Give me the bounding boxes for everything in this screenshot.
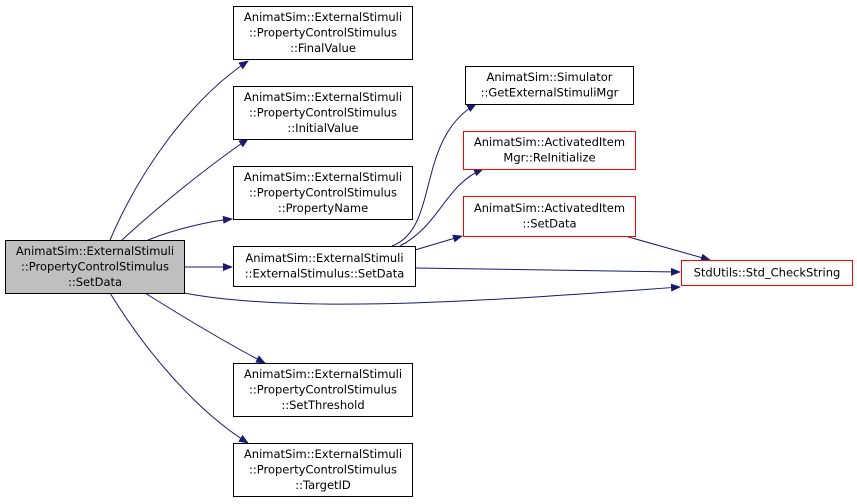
node-label-line: ::GetExternalStimuliMgr [481,86,619,100]
node-label-line: AnimatSim::ActivatedItem [474,201,625,215]
node-box [233,86,413,140]
edge-ext_setdata-to-ai_setdata [414,234,463,251]
node-box [465,66,634,105]
edge-root-to-final_value [109,60,249,241]
node-label-line: ::PropertyControlStimulus [249,185,397,199]
node-label-line: StdUtils::Std_CheckString [694,265,841,279]
node-label-line: ::PropertyControlStimulus [21,259,169,273]
node-label-line: ::TargetID [295,478,351,492]
node-box [463,196,636,237]
node-label-line: ::PropertyControlStimulus [249,382,397,396]
node-box [233,363,413,417]
node-label-line: AnimatSim::ActivatedItem [474,135,625,149]
node-label-line: AnimatSim::ExternalStimuli [245,251,403,265]
node-label-line: ::ExternalStimulus::SetData [245,267,405,281]
edge-ext_setdata-to-reinit [399,168,484,247]
node-box [233,6,413,60]
node-box [681,260,853,286]
node-reinit[interactable]: AnimatSim::ActivatedItemMgr::ReInitializ… [463,131,636,170]
node-label-line: AnimatSim::ExternalStimuli [244,447,402,461]
node-label-line: AnimatSim::ExternalStimuli [244,90,402,104]
node-box [233,443,413,497]
edge-root-to-set_threshold [144,292,266,364]
node-label-line: AnimatSim::ExternalStimuli [244,367,402,381]
edge-root-to-target_id [109,292,249,444]
node-label-line: ::InitialValue [287,121,358,135]
edge-ext_setdata-to-get_mgr [391,103,477,247]
node-label-line: ::SetThreshold [281,398,364,412]
node-box [5,240,185,294]
node-property-name[interactable]: AnimatSim::ExternalStimuli::PropertyCont… [233,166,413,220]
node-box [233,166,413,220]
node-label-line: AnimatSim::Simulator [486,70,612,84]
node-set-threshold[interactable]: AnimatSim::ExternalStimuli::PropertyCont… [233,363,413,417]
node-check-string[interactable]: StdUtils::Std_CheckString [681,260,853,286]
node-label-line: ::PropertyControlStimulus [249,462,397,476]
node-target-id[interactable]: AnimatSim::ExternalStimuli::PropertyCont… [233,443,413,497]
node-get-mgr[interactable]: AnimatSim::Simulator::GetExternalStimuli… [465,66,634,105]
node-label-line: AnimatSim::ExternalStimuli [16,244,174,258]
node-ext-setdata[interactable]: AnimatSim::ExternalStimuli::ExternalStim… [233,246,416,287]
edge-ai_setdata-to-check_string [624,235,711,262]
node-initial-value[interactable]: AnimatSim::ExternalStimuli::PropertyCont… [233,86,413,140]
edge-root-to-initial_value [121,138,249,241]
node-label-line: ::PropertyControlStimulus [249,25,397,39]
nodes: AnimatSim::ExternalStimuli::PropertyCont… [5,6,853,497]
node-final-value[interactable]: AnimatSim::ExternalStimuli::PropertyCont… [233,6,413,60]
edge-root-to-property_name [147,215,233,241]
node-label-line: Mgr::ReInitialize [503,151,595,165]
node-label-line: ::PropertyControlStimulus [249,105,397,119]
edge-root-to-check_string [183,283,681,305]
edge-ext_setdata-to-check_string [414,267,681,276]
node-label-line: ::PropertyName [278,201,368,215]
edges [109,60,711,444]
node-label-line: AnimatSim::ExternalStimuli [244,170,402,184]
node-box [233,246,416,287]
node-label-line: ::SetData [68,275,122,289]
node-label-line: AnimatSim::ExternalStimuli [244,10,402,24]
node-box [463,131,636,170]
node-label-line: ::SetData [522,217,576,231]
node-label-line: ::FinalValue [290,41,356,55]
node-ai-setdata[interactable]: AnimatSim::ActivatedItem::SetData [463,196,636,237]
node-root[interactable]: AnimatSim::ExternalStimuli::PropertyCont… [5,240,185,294]
